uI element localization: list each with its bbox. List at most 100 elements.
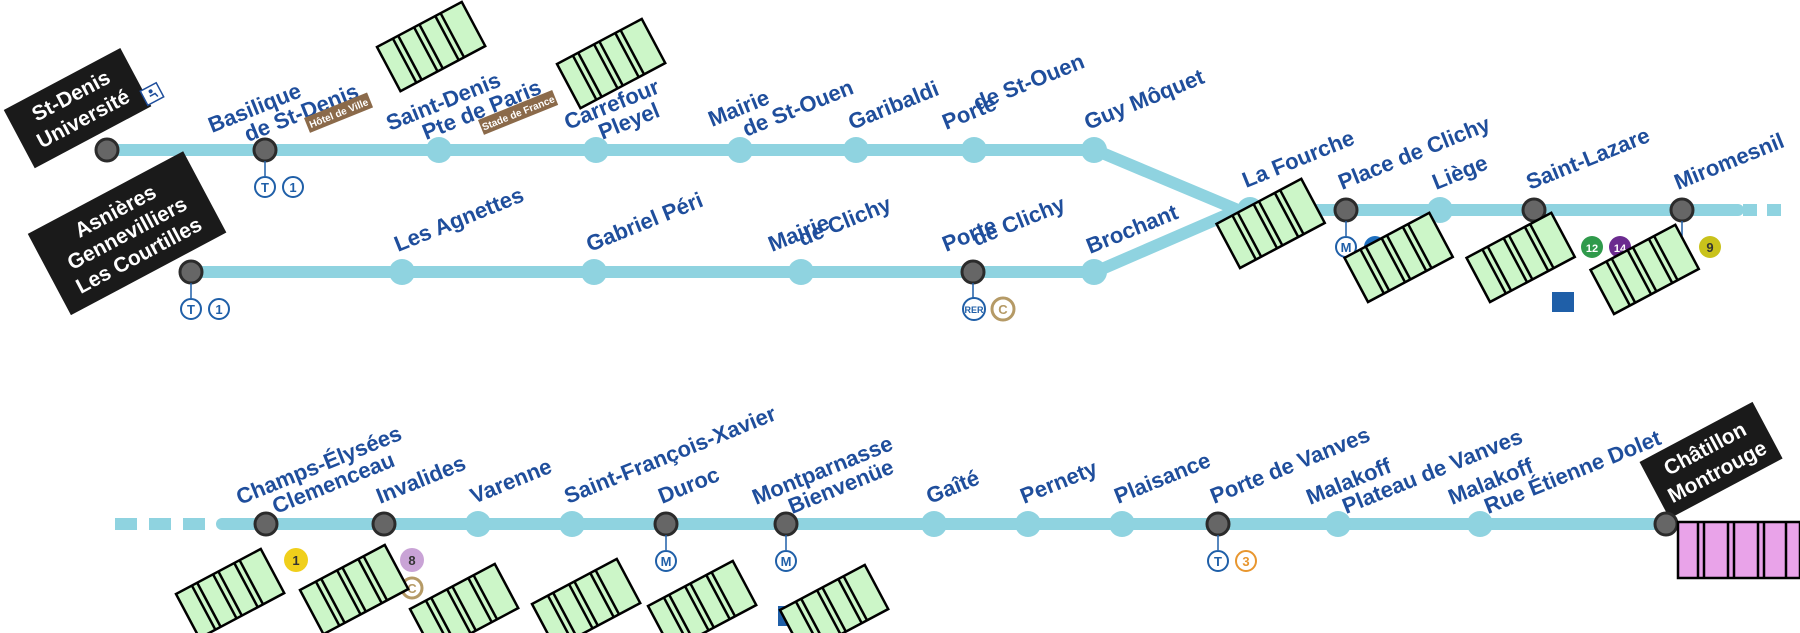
label-malakoff-dolet: Malakoff Rue Étienne Dolet [1445,404,1666,530]
station-dot-chatillon[interactable] [1653,511,1679,537]
station-dot-gaite[interactable] [921,511,947,537]
label-mairie-de-clichy: Mairie de Clichy [765,185,896,262]
connection-metro-label: M [661,554,672,569]
label-porte-de-st-ouen: Porte de St-Ouen [936,48,1090,134]
connections-duroc: M [655,535,677,572]
station-dot-brochant[interactable] [1081,259,1107,285]
accessibility-icon [139,81,165,107]
station-dot-gabriel-peri[interactable] [581,259,607,285]
terminus-asnieres: Asnières Gennevilliers Les Courtilles [27,151,227,316]
tram-icon [1207,550,1229,572]
metro-icon [775,550,797,572]
label-garibaldi: Garibaldi [845,76,943,135]
station-dot-mairie-de-clichy[interactable] [788,259,814,285]
rer-c-icon [990,296,1016,322]
line-8-icon [400,548,424,572]
station-dot-saint-francois-xavier[interactable] [559,511,585,537]
connection-tram-label: T [261,180,269,195]
ticket-overlay-pink [1676,520,1800,580]
train-icon [1552,292,1574,312]
label-place-de-clichy: Place de Clichy [1335,111,1495,195]
connection-tram-label: T [1214,554,1222,569]
station-dot-carrefour-pleyel[interactable] [583,137,609,163]
connections-asnieres: T 1 [180,283,230,320]
label-les-agnettes: Les Agnettes [391,182,528,257]
station-dot-plaisance[interactable] [1109,511,1135,537]
terminus-st-denis: St-Denis Université [3,47,152,169]
terminus-st-denis-box [3,47,152,169]
label-guy-moquet: Guy Môquet [1081,64,1209,135]
station-dot-les-agnettes[interactable] [389,259,415,285]
south-labels: Champs-Élysées Clemenceau Invalides Vare… [233,401,1666,530]
station-dot-invalides[interactable] [371,511,397,537]
connections-champs-elysees: 1 [284,548,308,572]
station-dot-malakoff-plateau[interactable] [1325,511,1351,537]
station-dot-miromesnil[interactable] [1669,197,1695,223]
station-dot-st-denis-universite[interactable] [94,137,120,163]
station-dot-garibaldi[interactable] [843,137,869,163]
station-dot-porte-de-vanves[interactable] [1205,511,1231,537]
connections-basilique: T 1 [254,161,304,198]
connection-1-label: 1 [292,553,299,568]
branch-a-labels: Basilique de St-Denis Hôtel de Ville Sai… [205,48,1209,152]
line-3-icon [1235,550,1257,572]
label-gaite: Gaîté [923,465,983,509]
station-dot-place-de-clichy[interactable] [1333,197,1359,223]
line-1-icon [284,548,308,572]
tram-icon [180,298,202,320]
station-dot-pernety[interactable] [1015,511,1041,537]
station-dot-malakoff-dolet[interactable] [1467,511,1493,537]
station-dot-mairie-de-st-ouen[interactable] [727,137,753,163]
trunk-labels: La Fourche Place de Clichy Liège Saint-L… [1239,111,1788,195]
terminus-asnieres-box [27,151,227,316]
ticket-overlay-3 [1215,177,1327,270]
station-dot-guy-moquet[interactable] [1081,137,1107,163]
connections-porte-de-vanves: T 3 [1207,535,1257,572]
label-porte-de-clichy: Porte de Clichy [939,185,1070,262]
ticket-overlay-4 [1343,211,1455,304]
ticket-overlay-12 [778,563,890,633]
south-stations [253,511,1679,537]
station-dot-saint-denis-pte-de-paris[interactable] [426,137,452,163]
label-varenne: Varenne [467,453,556,508]
track-branch-b [184,204,1244,278]
station-dot-porte-de-st-ouen[interactable] [961,137,987,163]
connection-metro-label: M [1341,240,1352,255]
line-1-icon [282,176,304,198]
station-dot-porte-de-clichy[interactable] [960,259,986,285]
connection-1-label: 1 [215,302,222,317]
ticket-overlay-9 [408,562,520,633]
ticket-overlay-7 [174,547,286,633]
station-dot-varenne[interactable] [465,511,491,537]
connection-1-label: 1 [289,180,296,195]
connections-miromesnil: 9 [1681,221,1721,258]
terminus-chatillon: Châtillon Montrouge [1639,401,1783,519]
tram-icon [254,176,276,198]
connection-rer-c-label: C [998,302,1008,317]
branch-b-labels: Les Agnettes Gabriel Péri Mairie de Clic… [391,182,1183,262]
rer-icon [962,297,986,321]
ticket-overlay-10 [530,557,642,633]
line-12-icon [1581,236,1603,258]
station-dot-duroc[interactable] [653,511,679,537]
ticket-overlay-5 [1465,211,1577,304]
connection-8-label: 8 [408,553,415,568]
station-dot-asnieres[interactable] [178,259,204,285]
station-dot-liege[interactable] [1427,197,1453,223]
connection-3-label: 3 [1242,554,1249,569]
label-pernety: Pernety [1017,455,1102,509]
connection-9-label: 9 [1706,240,1713,255]
connection-metro-label: M [781,554,792,569]
connection-rer-label: RER [964,305,984,315]
ticket-overlay-8 [298,543,410,633]
label-mairie-de-st-ouen: Mairie de St-Ouen [705,54,857,152]
connections-porte-de-clichy: RER C [962,283,1016,322]
station-dot-champs-elysees[interactable] [253,511,279,537]
terminus-chatillon-box [1639,401,1783,519]
ticket-overlay-6 [1589,223,1701,316]
metro-icon [655,550,677,572]
line-1-icon [208,298,230,320]
connection-rer-c-label: C [407,581,417,596]
connection-tram-label: T [187,302,195,317]
